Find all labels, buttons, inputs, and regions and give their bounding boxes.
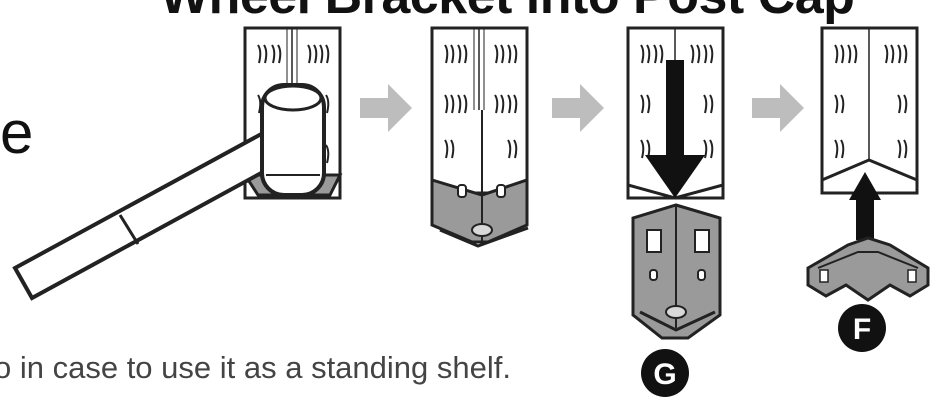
bracket-g [633,205,720,338]
label-g: G [653,358,676,391]
label-f: F [853,313,871,346]
arrow-right-icon [360,84,412,132]
label-f-badge: F [838,304,886,352]
label-g-badge: G [641,349,689,397]
step-4-post [822,28,917,193]
arrow-right-icon [752,84,804,132]
arrow-right-icon [552,84,604,132]
step-2-post [432,28,528,246]
post-cap-f [808,238,928,300]
mallet-icon [15,85,324,298]
